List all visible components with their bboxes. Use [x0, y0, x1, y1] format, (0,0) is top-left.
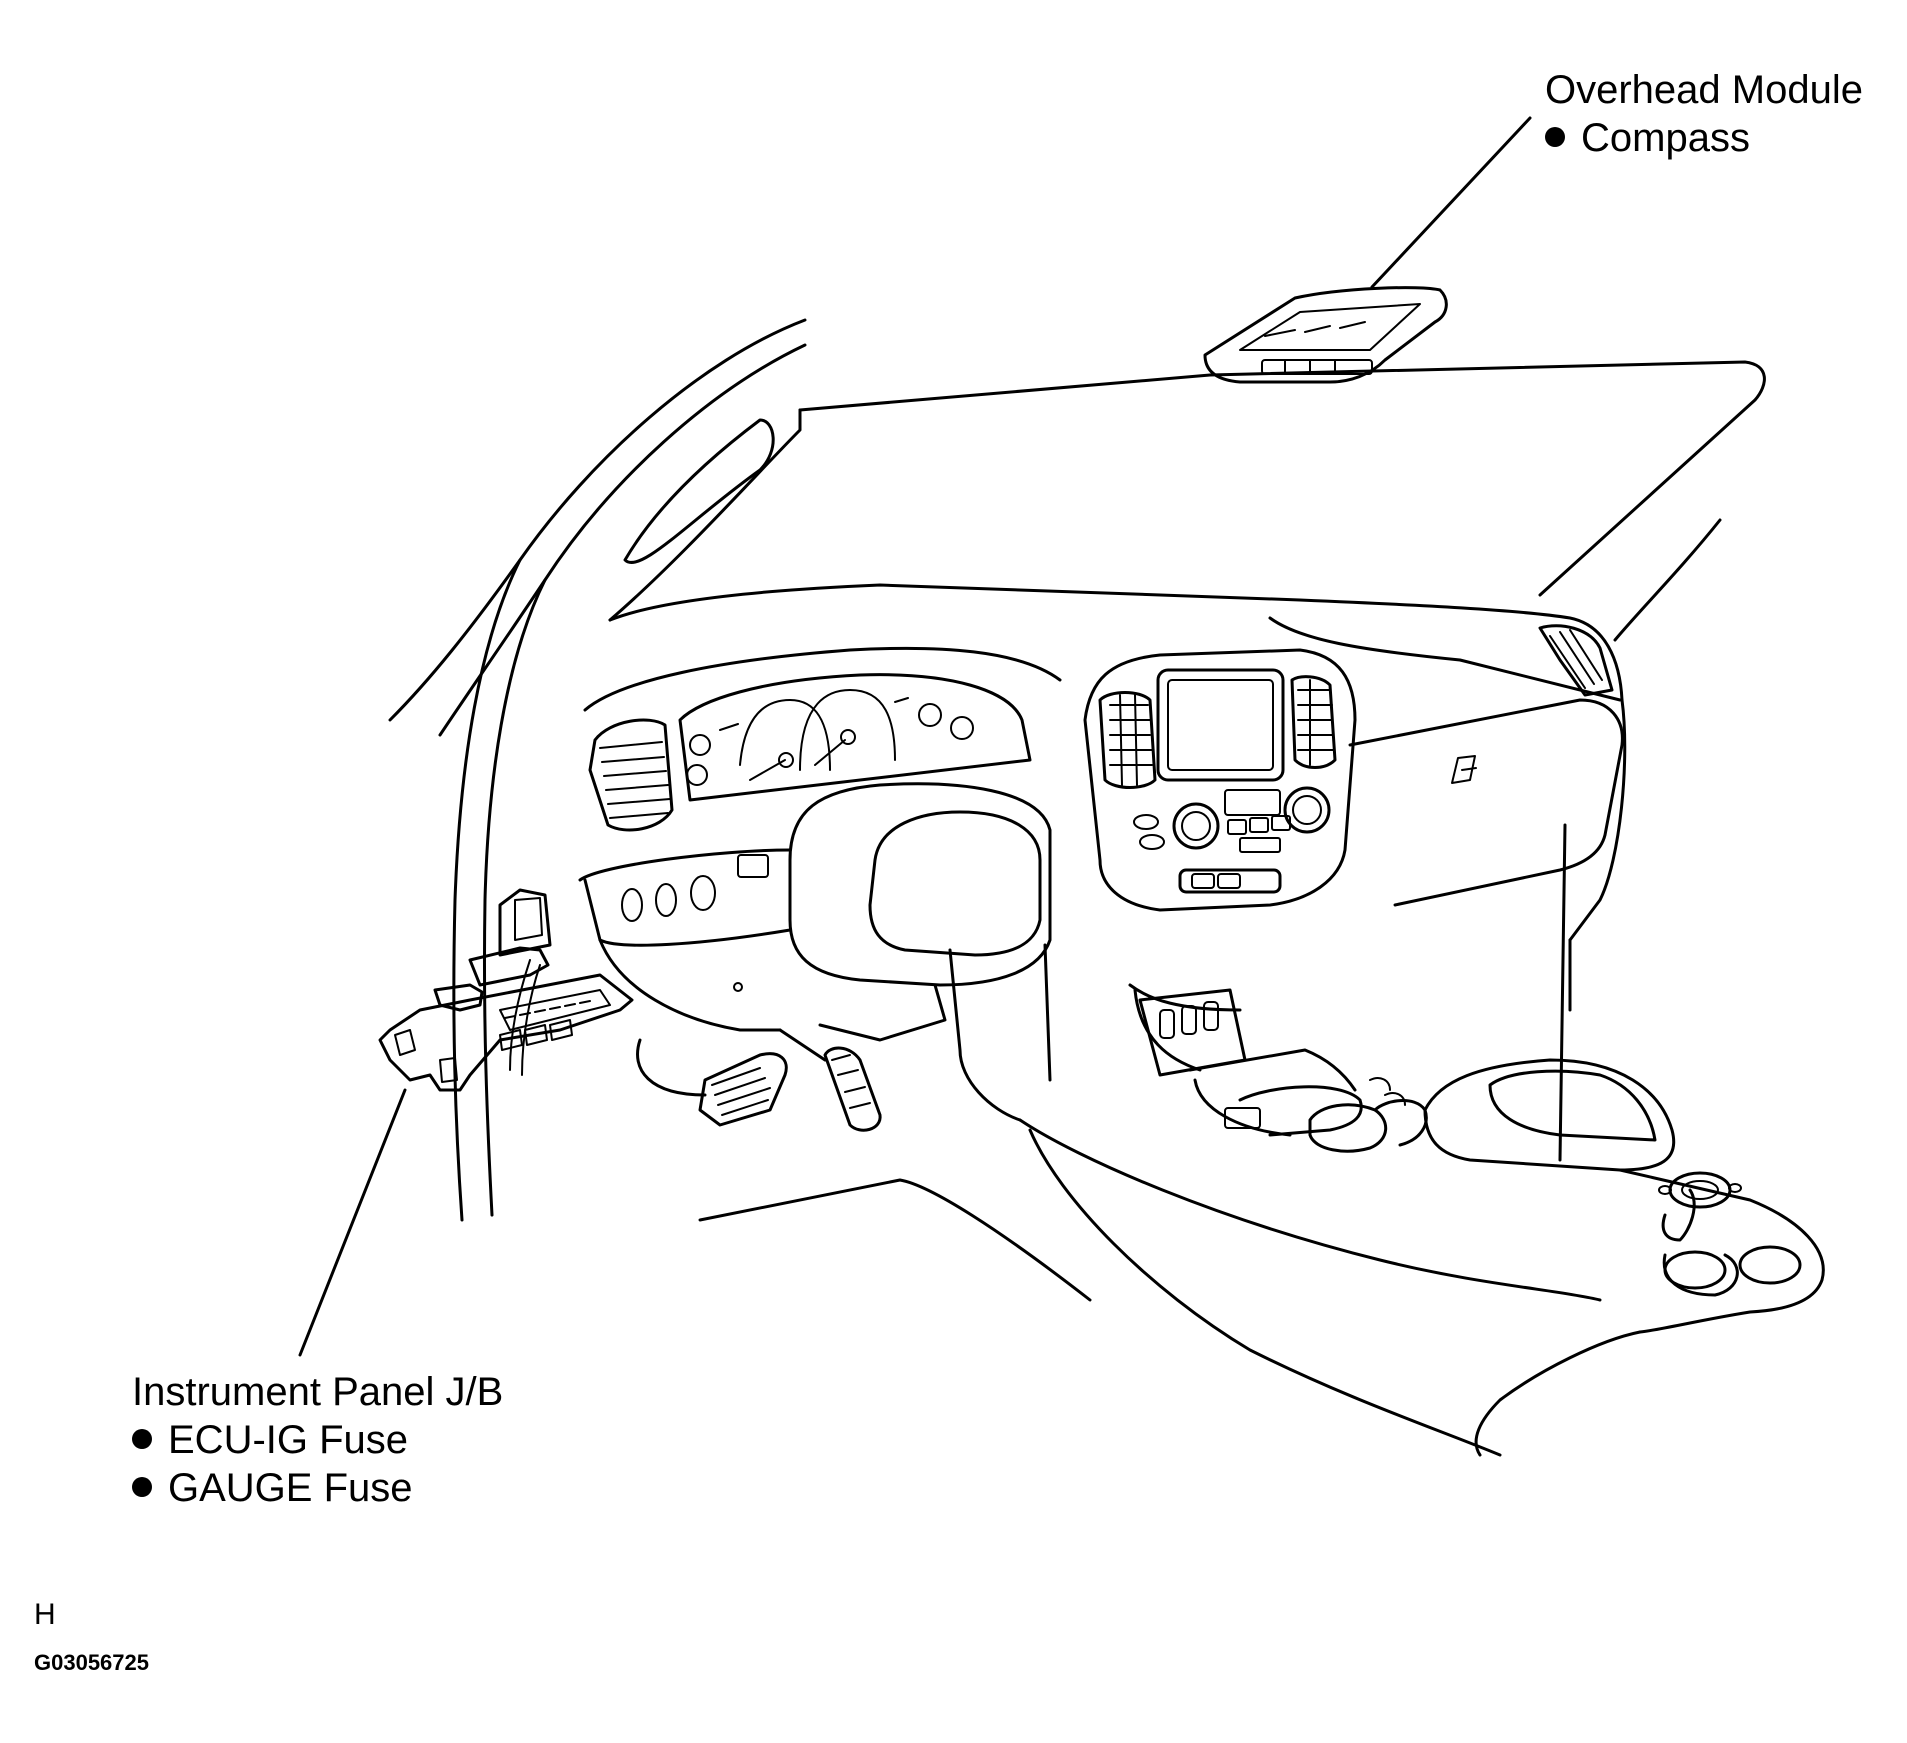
callout-item-text: ECU-IG Fuse	[168, 1418, 409, 1462]
instrument-cluster	[678, 673, 1032, 802]
overhead-module-title: Overhead Module	[1545, 68, 1863, 112]
pedals	[636, 1028, 882, 1132]
steering-wheel	[788, 782, 1052, 1042]
bullet-icon	[1545, 127, 1565, 148]
instrument-panel-jb-callout: Instrument Panel J/B ECU-IG Fuse GAUGE F…	[132, 1368, 503, 1512]
callout-item-text: GAUGE Fuse	[168, 1466, 413, 1510]
center-console	[948, 938, 1825, 1457]
figure-id: G03056725	[34, 1650, 149, 1675]
instrument-panel-jb-item-ecu-ig: ECU-IG Fuse	[132, 1416, 503, 1464]
callout-item-text: Compass	[1581, 116, 1750, 160]
instrument-panel-jb-leader-line	[298, 1088, 407, 1357]
floor-lines	[698, 1178, 1092, 1302]
overhead-module-callout: Overhead Module Compass	[1545, 66, 1863, 162]
bullet-icon	[132, 1477, 152, 1498]
windshield	[608, 360, 1766, 642]
instrument-panel-jb	[378, 888, 634, 1092]
left-air-vent	[588, 718, 674, 832]
overhead-module-item-compass: Compass	[1545, 114, 1863, 162]
center-stack	[1083, 648, 1357, 912]
overhead-module-leader-line	[1370, 116, 1532, 289]
a-pillar	[388, 318, 807, 1222]
lower-left-dash	[578, 848, 792, 1032]
dashboard	[583, 583, 1627, 1162]
overhead-module	[1203, 286, 1448, 384]
bullet-icon	[132, 1429, 152, 1450]
view-code: H	[34, 1598, 56, 1631]
instrument-panel-jb-title: Instrument Panel J/B	[132, 1370, 504, 1414]
instrument-panel-jb-item-gauge: GAUGE Fuse	[132, 1464, 503, 1512]
